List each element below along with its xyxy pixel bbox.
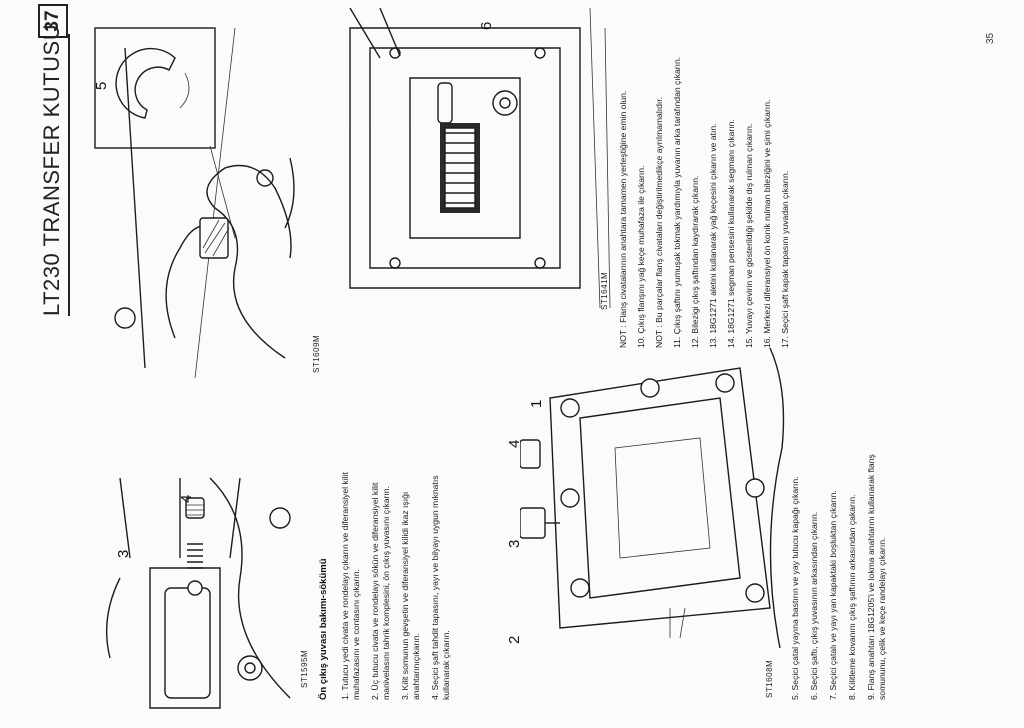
step-8: 8. Kilitleme kovanını çıkış şaftının ark… xyxy=(847,494,857,700)
step-5: 5. Seçici çatal yayına bastırın ve yay t… xyxy=(790,476,800,700)
step-9: 9. Flanş anahtarı 18G1205'i ve lokma ana… xyxy=(866,454,887,700)
step-11: 11. Çıkış şaftını yumuşak tokmak yardımı… xyxy=(672,56,682,348)
callout-2-fig3: 2 xyxy=(506,635,523,644)
steps-left: 1. Tutucu yedi civata ve rondelayı çıkar… xyxy=(340,450,460,700)
step-3: 3. Kilit somunun gevşetin ve diferansiye… xyxy=(400,491,421,700)
figure-st1608m: 1 2 3 4 xyxy=(506,347,790,649)
figure-st1595m-drawing xyxy=(106,477,291,709)
step-4: 4. Seçici şaft tahdit tapasını, yayı ve … xyxy=(430,475,451,700)
step-6: 6. Seçici şaftı, çıkış yuvasının arkasın… xyxy=(809,511,819,700)
figure-st1609m-drawing xyxy=(94,27,295,379)
step-17: 17. Seçici şaft kapak tapasını yuvadan ç… xyxy=(780,170,790,348)
step-14: 14. 18G1271 segman pensesini kullanarak … xyxy=(726,119,736,348)
step-16: 16. Merkezi diferansiyel ön konik rulman… xyxy=(762,99,772,348)
circlip-shape xyxy=(115,47,176,119)
figure-st1608m-drawing xyxy=(519,347,785,649)
step-13: 13. 18G1271 aletini kullanarak yağ keçes… xyxy=(708,123,718,348)
step-2: 2. Üç tutucu civata ve rondelayı sökün v… xyxy=(370,482,391,700)
figure-st1595m: 3 4 xyxy=(90,468,320,718)
step-7: 7. Seçici çatalı ve yayı yan kapaktaki b… xyxy=(828,490,838,700)
callout-3-fig1: 3 xyxy=(115,549,132,558)
step-15: 15. Yuvayı çevirin ve gösterildiği şekil… xyxy=(744,123,754,348)
callout-3-fig3: 3 xyxy=(506,539,523,548)
callout-6: 6 xyxy=(478,21,495,30)
step-1: 1. Tutucu yedi civata ve rondelayı çıkar… xyxy=(340,472,361,700)
figure-st1609m: 5 xyxy=(85,18,305,379)
step-12: 12. Bilezigi çıkış şaftından kaydırarak … xyxy=(690,175,700,348)
figure-code-st1608m: ST1608M xyxy=(765,659,774,698)
note-1: NOT : Flanş civatalarının anahtara tamam… xyxy=(618,90,628,348)
callout-1-fig3: 1 xyxy=(528,399,545,408)
callout-4-fig1: 4 xyxy=(178,494,195,503)
callout-4-fig3: 4 xyxy=(506,439,523,448)
step-10: 10. Çıkış flanşını yağ keçe muhafaza ile… xyxy=(636,165,646,348)
note-2: NOT : Bu parçalar flanş civataları değiş… xyxy=(654,96,664,348)
page-number: 35 xyxy=(985,32,996,44)
figure-st1641m xyxy=(320,7,615,309)
steps-right: NOT : Flanş civatalarının anahtara tamam… xyxy=(618,18,798,348)
header-rule xyxy=(68,34,70,316)
section-title: Ön çıkış yuvası bakımı-sökümü xyxy=(318,558,329,701)
page-title: LT230 TRANSFER KUTUSU xyxy=(39,23,64,316)
callout-5: 5 xyxy=(93,81,110,90)
figure-code-st1609m: ST1609M xyxy=(312,334,321,373)
steps-middle: 5. Seçici çatal yayına bastırın ve yay t… xyxy=(790,450,896,700)
figure-code-st1641m: ST1641M xyxy=(600,271,609,310)
figure-code-st1595m: ST1595M xyxy=(300,649,309,688)
figure-st1641m-drawing xyxy=(349,7,611,309)
inset-frame xyxy=(94,27,216,149)
